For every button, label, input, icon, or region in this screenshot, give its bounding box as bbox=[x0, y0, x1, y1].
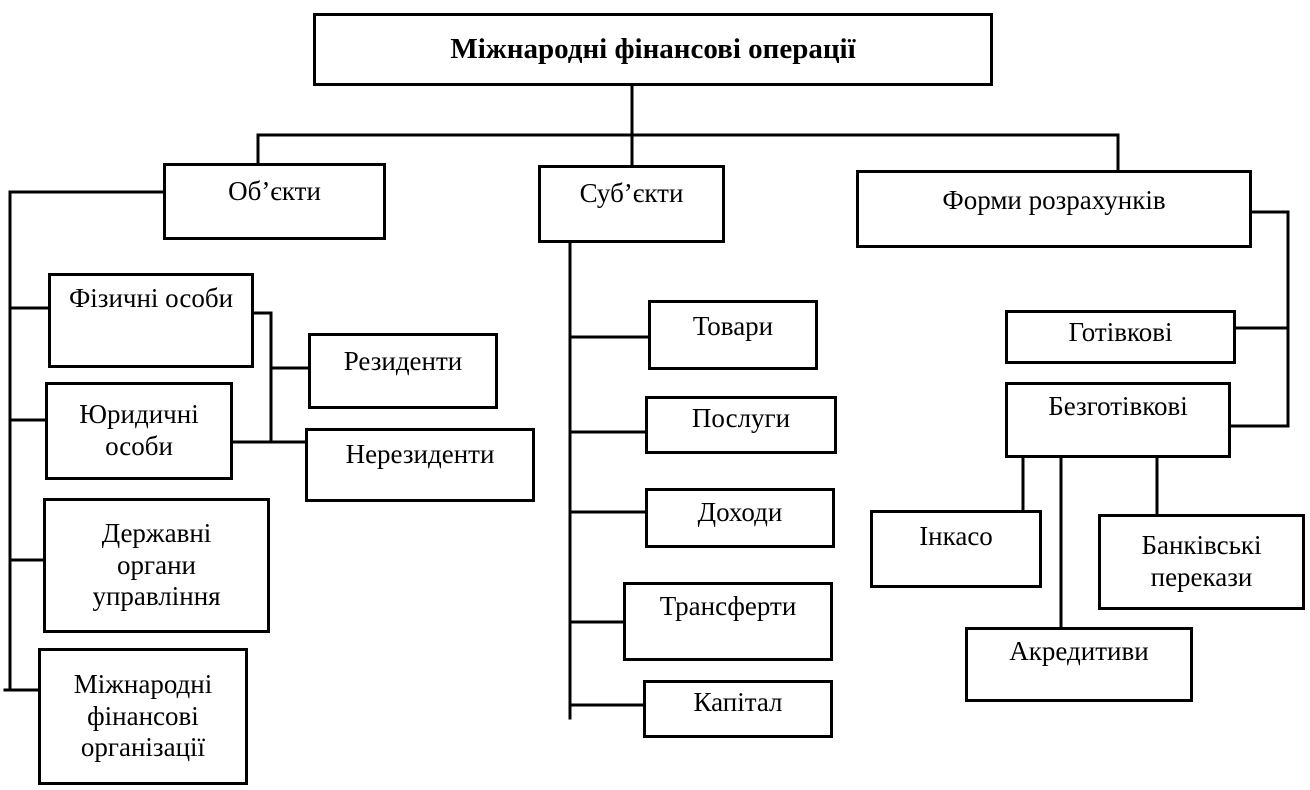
root-node: Міжнародні фінансові операції bbox=[313, 13, 993, 86]
collection-node: Інкасо bbox=[870, 510, 1042, 588]
letters-of-credit-label: Акредитиви bbox=[1009, 636, 1149, 666]
services-label: Послуги bbox=[691, 403, 791, 433]
transfers-label: Трансферти bbox=[659, 591, 797, 621]
goods-node: Товари bbox=[648, 300, 818, 370]
bank-transfers-node: Банківські перекази bbox=[1098, 514, 1305, 610]
noncash-node: Безготівкові bbox=[1005, 382, 1231, 458]
nonresidents-node: Нерезиденти bbox=[305, 428, 535, 502]
cash-node: Готівкові bbox=[1005, 310, 1236, 364]
intl-fin-orgs-node: Міжнародні фінансові організації bbox=[38, 648, 248, 785]
legal-entities-node: Юридичні особи bbox=[45, 382, 233, 480]
cash-label: Готівкові bbox=[1068, 317, 1173, 347]
income-node: Доходи bbox=[645, 488, 835, 548]
objects-label: Об’єкти bbox=[228, 176, 321, 206]
income-label: Доходи bbox=[697, 497, 783, 527]
settlement-forms-label: Форми розрахунків bbox=[942, 185, 1166, 215]
objects-node: Об’єкти bbox=[163, 163, 386, 240]
settlement-forms-node: Форми розрахунків bbox=[856, 170, 1252, 248]
legal-entities-label: Юридичні особи bbox=[79, 399, 199, 461]
capital-label: Капітал bbox=[693, 687, 783, 717]
residents-node: Резиденти bbox=[308, 333, 498, 409]
nonresidents-label: Нерезиденти bbox=[345, 439, 495, 469]
collection-label: Інкасо bbox=[919, 521, 993, 551]
subjects-label: Суб’єкти bbox=[579, 178, 684, 208]
individuals-label: Фізичні особи bbox=[68, 283, 234, 313]
goods-label: Товари bbox=[692, 311, 774, 341]
residents-label: Резиденти bbox=[343, 346, 463, 376]
services-node: Послуги bbox=[645, 396, 837, 454]
capital-node: Капітал bbox=[643, 680, 833, 738]
individuals-node: Фізичні особи bbox=[48, 273, 254, 368]
bank-transfers-label: Банківські перекази bbox=[1141, 530, 1262, 592]
intl-fin-orgs-label: Міжнародні фінансові організації bbox=[73, 668, 213, 763]
noncash-label: Безготівкові bbox=[1048, 391, 1188, 421]
letters-of-credit-node: Акредитиви bbox=[965, 627, 1193, 702]
subjects-node: Суб’єкти bbox=[538, 165, 725, 243]
root-title: Міжнародні фінансові операції bbox=[450, 33, 856, 66]
state-bodies-node: Державні органи управління bbox=[43, 498, 270, 633]
state-bodies-label: Державні органи управління bbox=[92, 517, 221, 612]
transfers-node: Трансферти bbox=[623, 582, 833, 661]
